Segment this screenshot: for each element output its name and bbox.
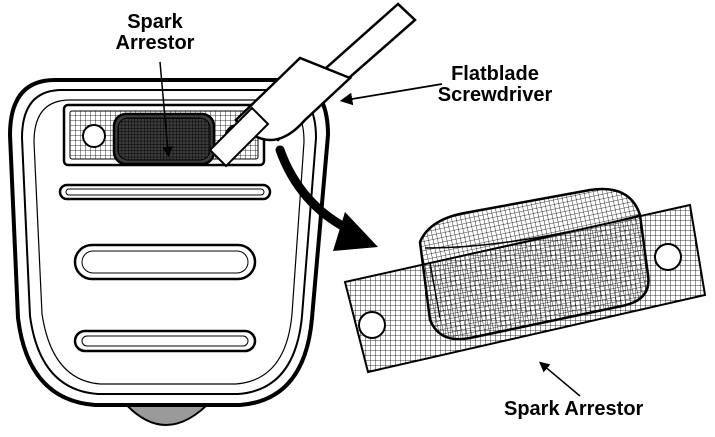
installed-spark-arrestor bbox=[62, 103, 266, 167]
flatblade-screwdriver bbox=[208, 2, 417, 168]
leader-bottom-label bbox=[538, 361, 581, 397]
screwdriver-label: Flatblade Screwdriver bbox=[420, 64, 570, 106]
muffler-middle-slot bbox=[73, 243, 257, 281]
leader-screwdriver-label bbox=[339, 83, 443, 106]
screwdriver-label-line1: Flatblade bbox=[451, 63, 539, 85]
spark-arrestor-bottom-label: Spark Arrestor bbox=[504, 398, 644, 420]
removal-direction-arrow bbox=[275, 145, 378, 251]
removed-spark-arrestor bbox=[343, 187, 707, 374]
spark-arrestor-top-label-line1: Spark bbox=[127, 11, 183, 33]
muffler-bottom-slot bbox=[73, 329, 257, 353]
leader-top-label bbox=[159, 61, 173, 158]
spark-arrestor-top-label-line2: Arrestor bbox=[115, 32, 195, 54]
muffler-top-slot bbox=[58, 183, 272, 201]
screwdriver-label-line2: Screwdriver bbox=[437, 84, 553, 106]
spark-arrestor-top-label: Spark Arrestor bbox=[100, 12, 210, 54]
